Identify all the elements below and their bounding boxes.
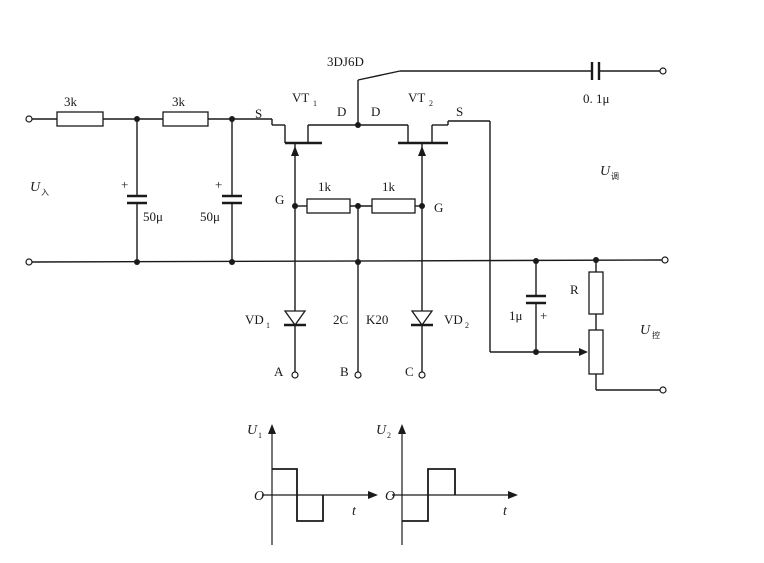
resistor-in-2-label: 3k (172, 94, 186, 109)
pin-s2-label: S (456, 104, 463, 119)
svg-text:VT: VT (408, 90, 425, 105)
capacitor-filter-1 (127, 119, 147, 262)
capacitor-filter-2-label: 50μ (200, 209, 220, 224)
svg-text:VD: VD (444, 312, 463, 327)
resistor-r-label: R (570, 282, 579, 297)
capacitor-bias (526, 261, 546, 352)
waveform-u1-x-arrow (368, 491, 378, 499)
input-terminal-top (25, 115, 33, 123)
svg-text:U: U (247, 423, 258, 438)
resistor-gate-1 (306, 198, 351, 214)
waveform-u1-signal (272, 468, 324, 522)
waveform-u2 (392, 424, 518, 545)
terminal-c (418, 371, 426, 379)
svg-text:VD: VD (245, 312, 264, 327)
resistor-gate-2-label: 1k (382, 179, 396, 194)
junction-dot (292, 203, 298, 209)
capacitor-filter-1-plus: + (121, 177, 128, 192)
potentiometer (588, 329, 604, 375)
diode-center-label: 2C (333, 312, 348, 327)
input-voltage-label: U 入 (30, 180, 49, 197)
svg-text:U: U (30, 180, 41, 195)
resistor-in-2 (162, 111, 209, 127)
diode-vd1 (283, 310, 307, 327)
capacitor-bias-label: 1μ (509, 308, 523, 323)
input-terminal-bottom (25, 258, 33, 266)
transistor-vt2 (358, 120, 490, 372)
output-terminal-ground (661, 256, 669, 264)
resistor-gate-2 (371, 198, 416, 214)
output-terminal-top (659, 67, 667, 75)
pin-d2-label: D (371, 104, 380, 119)
capacitor-bias-plus: + (540, 308, 547, 323)
resistor-r (588, 271, 604, 315)
waveform-u1-origin: O (254, 489, 264, 504)
capacitor-filter-1-label: 50μ (143, 209, 163, 224)
svg-text:控: 控 (652, 330, 660, 340)
diode-vd1-label: VD 1 (245, 312, 270, 330)
waveform-u2-y-label: U 2 (376, 423, 391, 440)
modulated-voltage-label: U 调 (600, 164, 619, 181)
svg-text:入: 入 (41, 188, 49, 197)
output-terminal-bottom (659, 386, 667, 394)
waveform-u2-x-arrow (508, 491, 518, 499)
terminal-b (354, 371, 362, 379)
resistor-in-1 (56, 111, 104, 127)
ground-line (31, 259, 664, 263)
drain-wire (357, 70, 401, 81)
capacitor-output-label: 0. 1μ (583, 91, 610, 106)
waveform-u1 (262, 424, 378, 545)
waveform-u2-y-arrow (398, 424, 406, 434)
waveform-u2-x-label: t (503, 504, 508, 519)
svg-text:U: U (640, 323, 651, 338)
waveform-u2-signal (402, 468, 456, 522)
resistor-gate-1-label: 1k (318, 179, 332, 194)
capacitor-filter-2-plus: + (215, 177, 222, 192)
waveform-u1-x-label: t (352, 504, 357, 519)
transistor-vt2-label: VT 2 (408, 90, 433, 108)
svg-text:2: 2 (465, 321, 469, 330)
capacitor-filter-2 (222, 119, 242, 262)
waveform-u2-origin: O (385, 489, 395, 504)
terminal-b-label: B (340, 364, 349, 379)
terminal-c-label: C (405, 364, 414, 379)
control-voltage-label: U 控 (640, 323, 660, 340)
svg-text:VT: VT (292, 90, 309, 105)
junction-dot (134, 259, 140, 265)
pin-g1-label: G (275, 192, 284, 207)
terminal-a (291, 371, 299, 379)
transistor-vt1 (284, 124, 358, 372)
waveform-u1-y-arrow (268, 424, 276, 434)
wiper-arrow (579, 348, 588, 356)
pin-g2-label: G (434, 200, 443, 215)
junction-dot (419, 203, 425, 209)
svg-text:1: 1 (258, 431, 262, 440)
diode-vd2-label: VD 2 (444, 312, 469, 330)
transistor-vt1-label: VT 1 (292, 90, 317, 108)
junction-dot (229, 259, 235, 265)
terminal-a-label: A (274, 364, 284, 379)
svg-text:1: 1 (266, 321, 270, 330)
svg-text:2: 2 (387, 431, 391, 440)
pin-d1-label: D (337, 104, 346, 119)
svg-text:调: 调 (611, 172, 619, 181)
svg-text:U: U (600, 164, 611, 179)
waveform-u1-y-label: U 1 (247, 423, 262, 440)
resistor-in-1-label: 3k (64, 94, 78, 109)
svg-text:1: 1 (313, 99, 317, 108)
pin-s1-label: S (255, 106, 262, 121)
input-signal-line (32, 118, 285, 126)
capacitor-output (590, 62, 660, 80)
svg-text:2: 2 (429, 99, 433, 108)
diode-vd2 (410, 310, 434, 327)
svg-text:U: U (376, 423, 387, 438)
diode-center-type-label: K20 (366, 312, 388, 327)
transistor-type-label: 3DJ6D (327, 54, 364, 69)
